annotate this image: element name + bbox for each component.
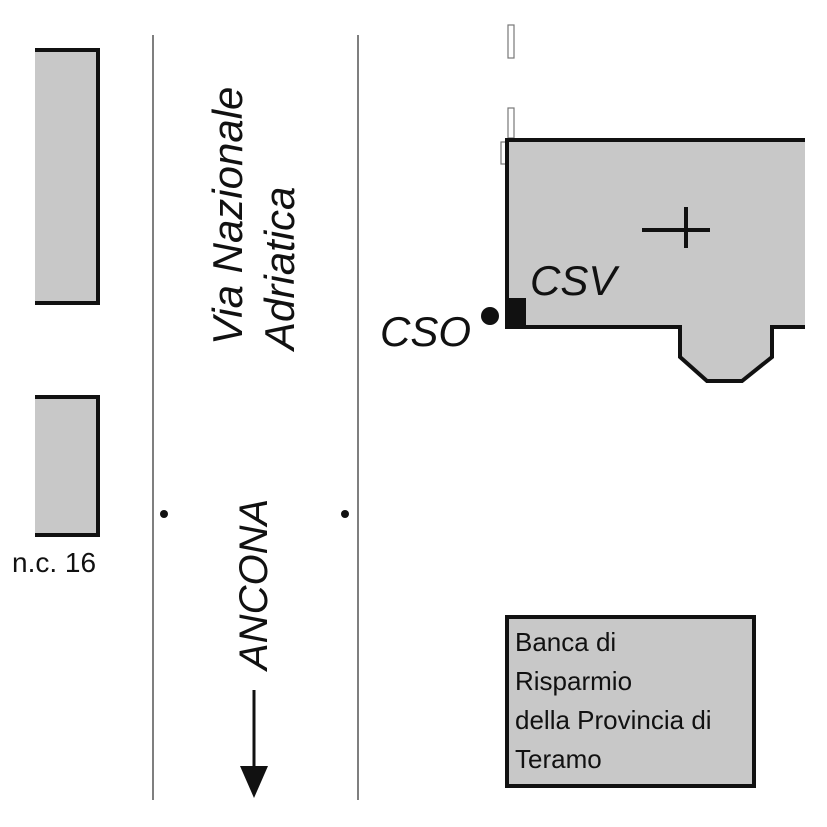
- bank-label-line2: Risparmio: [515, 666, 632, 696]
- direction-label: ANCONA: [232, 499, 276, 672]
- building-left-top: [35, 48, 100, 305]
- bank-building: [505, 615, 756, 788]
- church-building: [505, 138, 805, 383]
- cso-label: CSO: [380, 308, 471, 355]
- bank-label-line3: della Provincia di: [515, 705, 712, 735]
- cso-marker: [481, 307, 499, 325]
- street-dot-right: [341, 510, 349, 518]
- building-left-bottom: [35, 395, 100, 537]
- house-number-label: n.c. 16: [12, 547, 96, 578]
- street-name-line1: Via Nazionale: [204, 87, 251, 345]
- bank-label-line4: Teramo: [515, 744, 602, 774]
- direction-arrow-icon: [240, 690, 268, 798]
- post-marker-middle: [507, 107, 515, 139]
- post-marker-top: [507, 24, 515, 59]
- cross-icon: [642, 207, 710, 248]
- csv-marker: [506, 298, 526, 326]
- street-name-line2: Adriatica: [256, 187, 303, 353]
- bank-label-line1: Banca di: [515, 627, 616, 657]
- csv-label: CSV: [530, 257, 620, 304]
- street-dot-left: [160, 510, 168, 518]
